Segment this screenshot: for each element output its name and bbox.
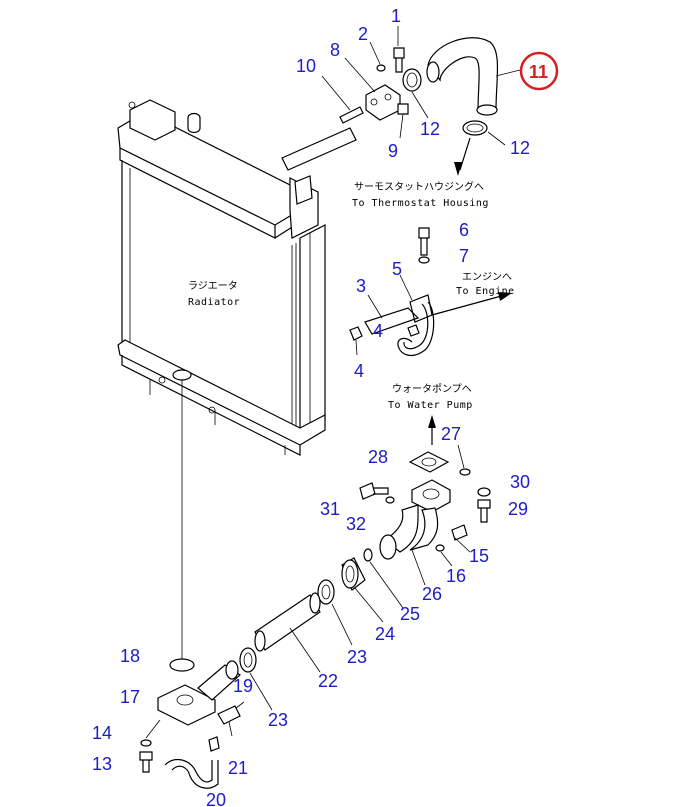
callout-19: 19: [233, 676, 253, 696]
callout-9: 9: [388, 141, 398, 161]
part-27-washer: [457, 444, 471, 476]
callout-13: 13: [92, 754, 112, 774]
part-6-bolt: [418, 227, 430, 256]
radiator: [117, 99, 357, 660]
callout-28: 28: [368, 447, 388, 467]
thermostat-jp-label: サーモスタットハウジングへ: [354, 180, 484, 193]
arrow-to-pump: [428, 415, 436, 445]
callout-20: 20: [206, 790, 226, 807]
part-21-clip: [208, 736, 220, 752]
part-14-washer: [140, 719, 161, 747]
engine-jp-label: エンジンへ: [462, 272, 512, 283]
arrow-to-engine: [431, 292, 512, 316]
radiator-en-label: Radiator: [188, 297, 240, 308]
callout-2: 2: [358, 24, 368, 44]
part-3-tube: [364, 294, 435, 357]
pump-jp-label: ウォータポンプへ: [392, 383, 472, 395]
callout-16: 16: [446, 566, 466, 586]
callout-32: 32: [346, 514, 366, 534]
part-30-washer: [477, 487, 491, 497]
callout-5: 5: [392, 259, 402, 279]
part-4-bolt: [349, 324, 420, 356]
part-23-clamp-upper: [317, 579, 353, 646]
part-12-clamp-upper: [402, 68, 429, 119]
part-24-adapter: [341, 557, 384, 623]
callout-12a: 12: [420, 119, 440, 139]
part-17-bottom-flange: [157, 660, 241, 726]
callout-22: 22: [318, 671, 338, 691]
part-9-bolt: [397, 103, 409, 139]
part-26-elbow: [379, 479, 451, 586]
part-20-drain-hose: [164, 758, 219, 789]
callout-4a: 4: [373, 321, 383, 341]
callout-14: 14: [92, 723, 112, 743]
part-29-bolt: [477, 499, 491, 523]
engine-en-label: To Engine: [456, 286, 515, 297]
part-7-washer: [418, 256, 430, 264]
callout-11-highlight: 11: [519, 51, 559, 91]
part-22-hose: [254, 592, 321, 673]
pump-en-label: To Water Pump: [388, 400, 473, 411]
callout-7: 7: [459, 246, 469, 266]
thermostat-en-label: To Thermostat Housing: [352, 198, 489, 209]
part-2-washer: [369, 41, 386, 72]
part-1-bolt: [393, 26, 405, 73]
part-13-bolt: [139, 751, 153, 773]
part-12-clamp-lower: [462, 120, 506, 146]
callout-17: 17: [120, 687, 140, 707]
part-10-pin: [321, 75, 364, 124]
part-15-bolt: [451, 524, 471, 553]
callout-29: 29: [508, 499, 528, 519]
part-18-plug: [169, 658, 195, 672]
callout-26: 26: [422, 584, 442, 604]
callout-25: 25: [400, 604, 420, 624]
callout-30: 30: [510, 472, 530, 492]
callout-11: 11: [529, 62, 548, 82]
callout-12b: 12: [510, 138, 530, 158]
part-25-oring: [363, 548, 404, 609]
callout-6: 6: [459, 220, 469, 240]
arrow-to-thermostat: [454, 137, 471, 176]
part-11-hose: [426, 37, 521, 116]
callout-1: 1: [391, 6, 401, 26]
callout-21: 21: [228, 758, 248, 778]
callout-23b: 23: [268, 710, 288, 730]
callout-18: 18: [120, 646, 140, 666]
part-16-washer: [435, 544, 453, 567]
callout-24: 24: [375, 624, 395, 644]
callout-3: 3: [356, 276, 366, 296]
callout-15: 15: [469, 546, 489, 566]
radiator-jp-label: ラジエータ: [188, 280, 238, 292]
part-32-washer: [385, 496, 395, 504]
part-28-gasket: [408, 451, 450, 473]
callout-23a: 23: [347, 647, 367, 667]
callout-4b: 4: [354, 361, 364, 381]
part-31-bolt: [359, 482, 389, 500]
part-23-clamp-lower: [239, 647, 273, 711]
callout-8: 8: [330, 40, 340, 60]
callout-10: 10: [296, 56, 316, 76]
callout-27: 27: [441, 424, 461, 444]
callout-31: 31: [320, 499, 340, 519]
part-19-valve: [217, 701, 245, 737]
